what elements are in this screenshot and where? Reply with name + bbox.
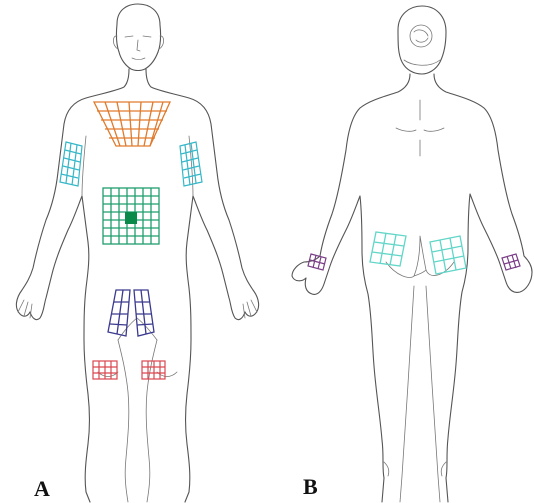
right-buttock-grid [430, 236, 466, 274]
panel-label-a: A [34, 478, 50, 500]
left-thigh-grid [108, 290, 130, 336]
panel-label-b: B [303, 476, 318, 498]
back-body-outline [292, 6, 532, 502]
upper-chest-grid [94, 102, 170, 146]
right-knee-grid [142, 361, 165, 379]
left-upper-arm-grid [60, 142, 82, 186]
left-wrist-grid [308, 254, 326, 270]
abdomen-center-cell [125, 212, 137, 224]
right-thigh-grid [134, 290, 154, 336]
right-upper-arm-grid [180, 142, 202, 186]
front-body-outline [16, 4, 258, 502]
left-knee-grid [93, 361, 117, 379]
abdomen-grid [103, 188, 159, 244]
right-wrist-grid [502, 254, 520, 270]
left-buttock-grid [370, 232, 406, 266]
